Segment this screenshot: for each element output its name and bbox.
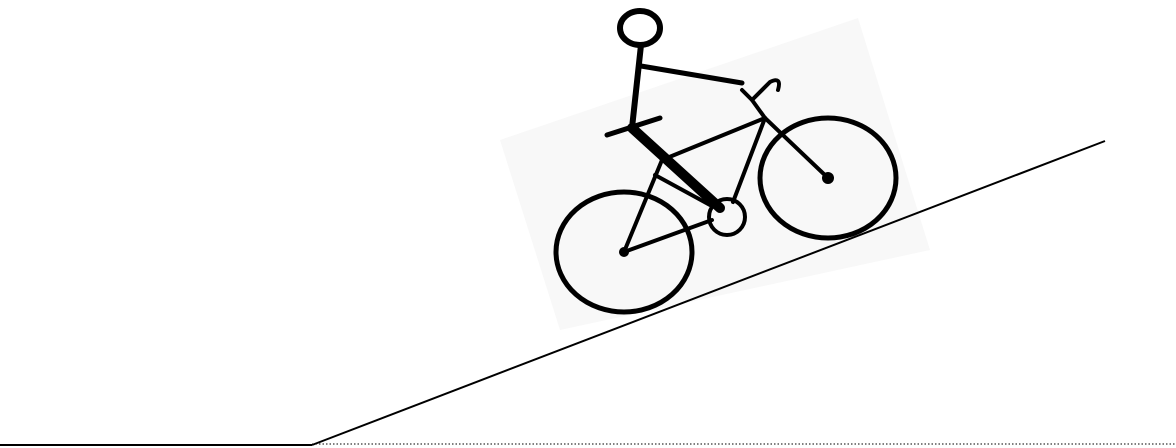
rider-head — [620, 11, 660, 45]
